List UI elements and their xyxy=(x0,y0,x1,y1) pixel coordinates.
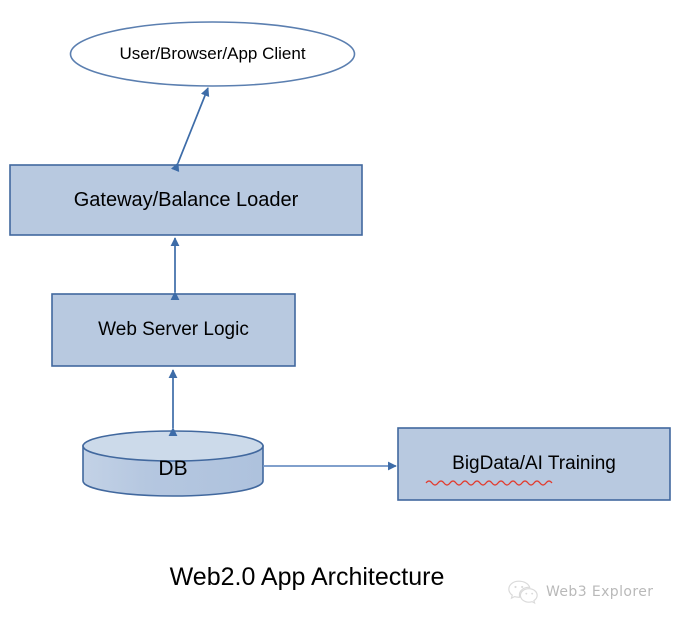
wechat-icon xyxy=(508,580,538,605)
node-bigdata-shape[interactable] xyxy=(397,427,671,501)
diagram-title: Web2.0 App Architecture xyxy=(169,563,445,591)
watermark: Web3 Explorer xyxy=(508,573,678,611)
node-client-shape[interactable] xyxy=(69,21,356,87)
node-webserver-shape[interactable] xyxy=(51,293,296,367)
edge-gateway-client xyxy=(170,87,210,173)
node-db-shape[interactable] xyxy=(82,430,264,497)
spellcheck-underline xyxy=(425,480,553,486)
node-gateway-shape[interactable] xyxy=(9,164,363,236)
watermark-text: Web3 Explorer xyxy=(546,584,654,600)
